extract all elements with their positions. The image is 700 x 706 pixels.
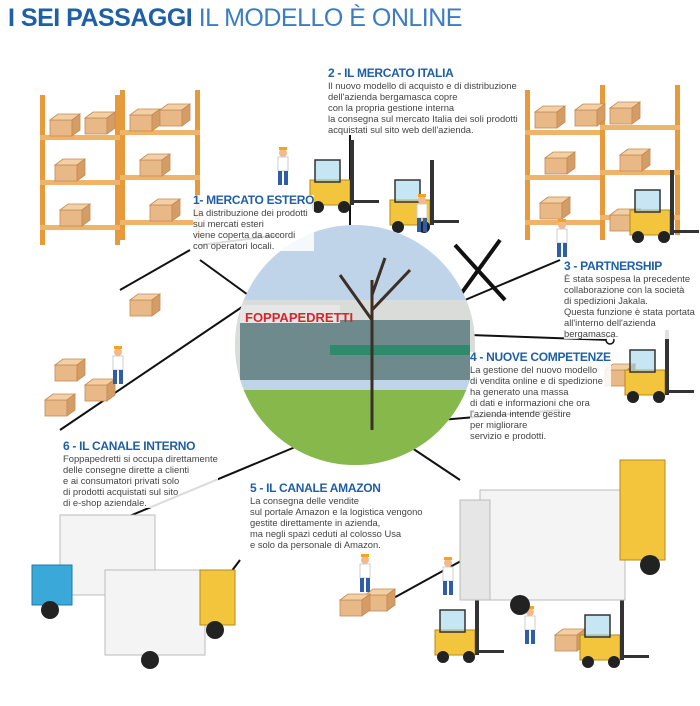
truck-yellow-left: [104, 569, 236, 669]
step-heading: 5 - IL CANALE AMAZON: [250, 481, 381, 495]
step-text: La gestione del nuovo modello di vendita…: [470, 364, 603, 441]
step-text: Il nuovo modello di acquisto e di distri…: [328, 80, 518, 135]
headquarters-photo: [235, 225, 475, 465]
step-heading: 3 - PARTNERSHIP: [564, 259, 662, 273]
step-heading: 1- MERCATO ESTERO: [193, 193, 315, 207]
title-light: IL MODELLO È ONLINE: [198, 4, 463, 32]
page-title: I SEI PASSAGGI IL MODELLO È ONLINE: [8, 4, 462, 33]
step-heading: 4 - NUOVE COMPETENZE: [470, 350, 611, 364]
step-text: La distribuzione dei prodotti sui mercat…: [193, 207, 308, 251]
step-heading: 6 - IL CANALE INTERNO: [63, 439, 196, 453]
step-text: È stata sospesa la precedente collaboraz…: [564, 273, 695, 339]
photo-sign: FOPPAPEDRETTI: [245, 310, 353, 325]
connector-lines: [59, 135, 611, 601]
step-text: Foppapedretti si occupa direttamente del…: [63, 453, 218, 508]
title-bold: I SEI PASSAGGI: [8, 4, 193, 32]
truck-yellow-right: [459, 459, 666, 615]
step-text: La consegna delle vendite sul portale Am…: [250, 495, 423, 550]
step-heading: 2 - IL MERCATO ITALIA: [328, 66, 454, 80]
